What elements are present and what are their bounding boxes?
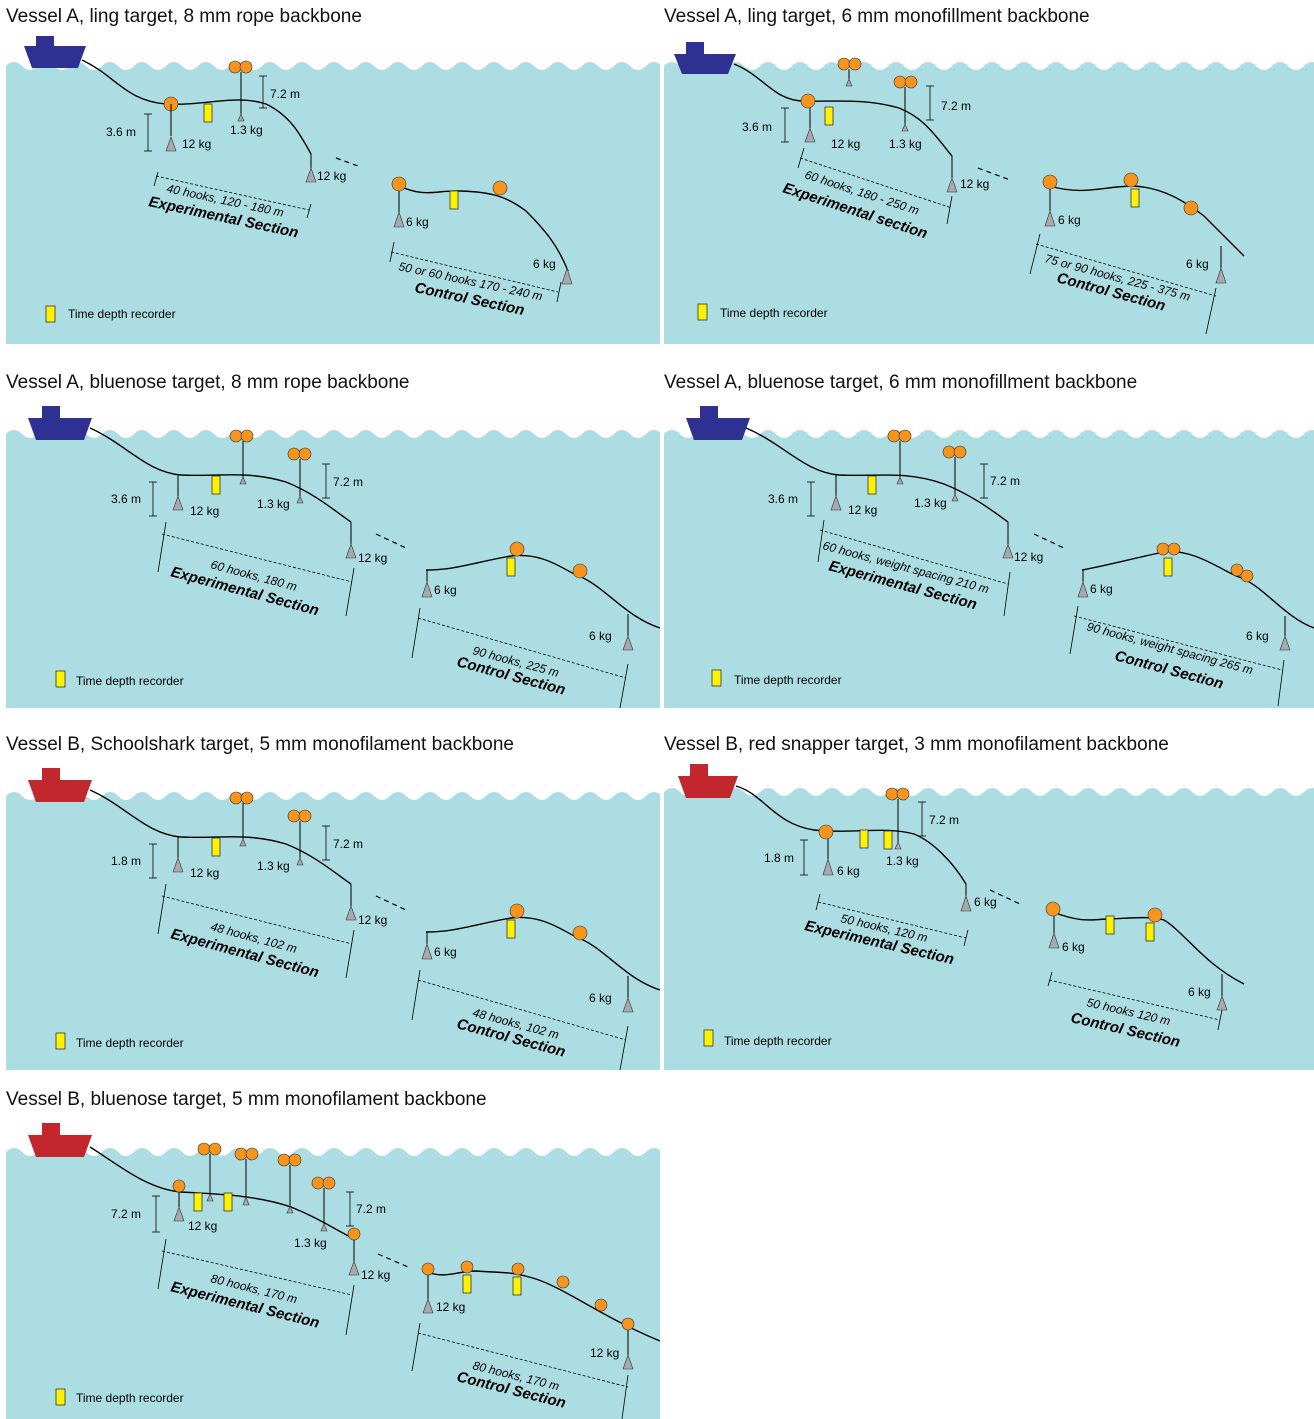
svg-text:12 kg: 12 kg [590, 1346, 619, 1360]
panel-title: Vessel A, ling target, 6 mm monofillment… [664, 6, 1090, 27]
svg-text:12 kg: 12 kg [960, 177, 989, 191]
svg-text:12 kg: 12 kg [436, 1300, 465, 1314]
svg-text:3.6 m: 3.6 m [111, 492, 141, 506]
weight-icon [165, 136, 177, 152]
svg-text:1.8 m: 1.8 m [111, 854, 141, 868]
control-backbone [398, 185, 569, 272]
vessel-a-icon [24, 36, 86, 68]
svg-text:7.2 m: 7.2 m [929, 813, 959, 827]
vessel-b-icon [28, 1123, 92, 1157]
vessel-a-icon [686, 406, 750, 440]
svg-text:12 kg: 12 kg [182, 137, 211, 151]
svg-text:Time depth recorder: Time depth recorder [734, 673, 842, 687]
svg-text:7.2 m: 7.2 m [356, 1202, 386, 1216]
svg-text:1.3 kg: 1.3 kg [257, 859, 290, 873]
svg-text:12 kg: 12 kg [1014, 550, 1043, 564]
svg-text:Time depth recorder: Time depth recorder [76, 1036, 184, 1050]
panel-ling-8mm-rope: Vessel A, ling target, 8 mm rope backbon… [6, 6, 660, 344]
panel-title: Vessel A, bluenose target, 6 mm monofill… [664, 372, 1138, 393]
svg-text:6 kg: 6 kg [837, 864, 860, 878]
panel-bluenose-5mm-vessel-b: Vessel B, bluenose target, 5 mm monofila… [6, 1089, 660, 1419]
panel-title: Vessel B, red snapper target, 3 mm monof… [664, 734, 1169, 755]
panel-title: Vessel A, bluenose target, 8 mm rope bac… [6, 372, 410, 393]
svg-text:6 kg: 6 kg [1188, 985, 1211, 999]
panel-bluenose-6mm-mono: Vessel A, bluenose target, 6 mm monofill… [664, 372, 1314, 708]
svg-text:7.2 m: 7.2 m [111, 1207, 141, 1221]
svg-text:6 kg: 6 kg [974, 895, 997, 909]
svg-text:12 kg: 12 kg [361, 1268, 390, 1282]
exp-depth-label: 3.6 m [106, 125, 136, 139]
svg-text:12 kg: 12 kg [831, 137, 860, 151]
svg-text:1.3 kg: 1.3 kg [294, 1236, 327, 1250]
svg-text:3.6 m: 3.6 m [742, 120, 772, 134]
svg-text:12 kg: 12 kg [358, 913, 387, 927]
panel-red-snapper-3mm: Vessel B, red snapper target, 3 mm monof… [664, 734, 1314, 1070]
vessel-a-icon [674, 42, 736, 74]
longline-diagram: 3.6 m 7.2 m 12 kg 1.3 kg 12 kg 60 hooks,… [6, 406, 660, 708]
svg-text:7.2 m: 7.2 m [270, 87, 300, 101]
svg-text:1.3 kg: 1.3 kg [257, 497, 290, 511]
svg-text:3.6 m: 3.6 m [768, 492, 798, 506]
svg-text:Time depth recorder: Time depth recorder [720, 306, 828, 320]
svg-text:1.3 kg: 1.3 kg [889, 137, 922, 151]
svg-text:7.2 m: 7.2 m [333, 837, 363, 851]
svg-text:6 kg: 6 kg [1058, 213, 1081, 227]
svg-text:12 kg: 12 kg [848, 503, 877, 517]
svg-text:12 kg: 12 kg [188, 1219, 217, 1233]
svg-text:Time depth recorder: Time depth recorder [76, 674, 184, 688]
svg-text:12 kg: 12 kg [358, 551, 387, 565]
longline-diagram: 1.8 m 7.2 m 12 kg 1.3 kg 12 kg 48 hooks,… [6, 768, 660, 1070]
panel-title: Vessel B, Schoolshark target, 5 mm monof… [6, 734, 514, 755]
panel-ling-6mm-mono: Vessel A, ling target, 6 mm monofillment… [664, 6, 1314, 344]
svg-text:7.2 m: 7.2 m [941, 99, 971, 113]
svg-text:6 kg: 6 kg [434, 945, 457, 959]
svg-text:6 kg: 6 kg [1186, 257, 1209, 271]
svg-text:1.3 kg: 1.3 kg [914, 496, 947, 510]
vessel-b-icon [678, 764, 738, 798]
svg-text:1.8 m: 1.8 m [764, 851, 794, 865]
svg-text:6 kg: 6 kg [1246, 629, 1269, 643]
svg-text:12 kg: 12 kg [317, 169, 346, 183]
panel-schoolshark-5mm: Vessel B, Schoolshark target, 5 mm monof… [6, 734, 660, 1070]
longline-diagram: 3.6 m 7.2 m 12 kg 1.3 kg 12 kg 60 hooks,… [664, 406, 1314, 708]
longline-diagram: 3.6 m 7.2 m 12 kg 1.3 kg 12 kg 60 hooks,… [664, 42, 1314, 344]
svg-text:12 kg: 12 kg [190, 504, 219, 518]
svg-text:7.2 m: 7.2 m [990, 474, 1020, 488]
recorder-icon [203, 103, 213, 123]
svg-text:6 kg: 6 kg [1062, 940, 1085, 954]
svg-text:6 kg: 6 kg [589, 629, 612, 643]
vessel-b-icon [28, 768, 92, 802]
longline-diagram: 1.8 m 7.2 m 6 kg 1.3 kg 6 kg 50 hooks, 1… [664, 764, 1314, 1070]
svg-text:12 kg: 12 kg [190, 866, 219, 880]
svg-text:6 kg: 6 kg [406, 215, 429, 229]
svg-text:Time depth recorder: Time depth recorder [724, 1034, 832, 1048]
longline-diagram: 3.6 m 7.2 m 12 kg 1.3 kg 12 kg 40 hooks,… [6, 36, 660, 344]
backbone-line [81, 59, 312, 155]
panel-title: Vessel B, bluenose target, 5 mm monofila… [6, 1089, 487, 1110]
svg-text:7.2 m: 7.2 m [333, 475, 363, 489]
legend-label: Time depth recorder [68, 307, 176, 321]
svg-text:1.3 kg: 1.3 kg [230, 123, 263, 137]
panel-title: Vessel A, ling target, 8 mm rope backbon… [6, 6, 362, 27]
svg-text:1.3 kg: 1.3 kg [886, 854, 919, 868]
svg-text:6 kg: 6 kg [434, 583, 457, 597]
panel-bluenose-8mm-rope: Vessel A, bluenose target, 8 mm rope bac… [6, 372, 660, 708]
svg-text:Time depth recorder: Time depth recorder [76, 1391, 184, 1405]
longline-diagram: 7.2 m 7.2 m 12 kg 1.3 kg 12 kg 80 hooks,… [6, 1123, 660, 1419]
vessel-a-icon [28, 406, 92, 440]
svg-text:6 kg: 6 kg [533, 257, 556, 271]
svg-text:6 kg: 6 kg [589, 991, 612, 1005]
svg-text:6 kg: 6 kg [1090, 582, 1113, 596]
